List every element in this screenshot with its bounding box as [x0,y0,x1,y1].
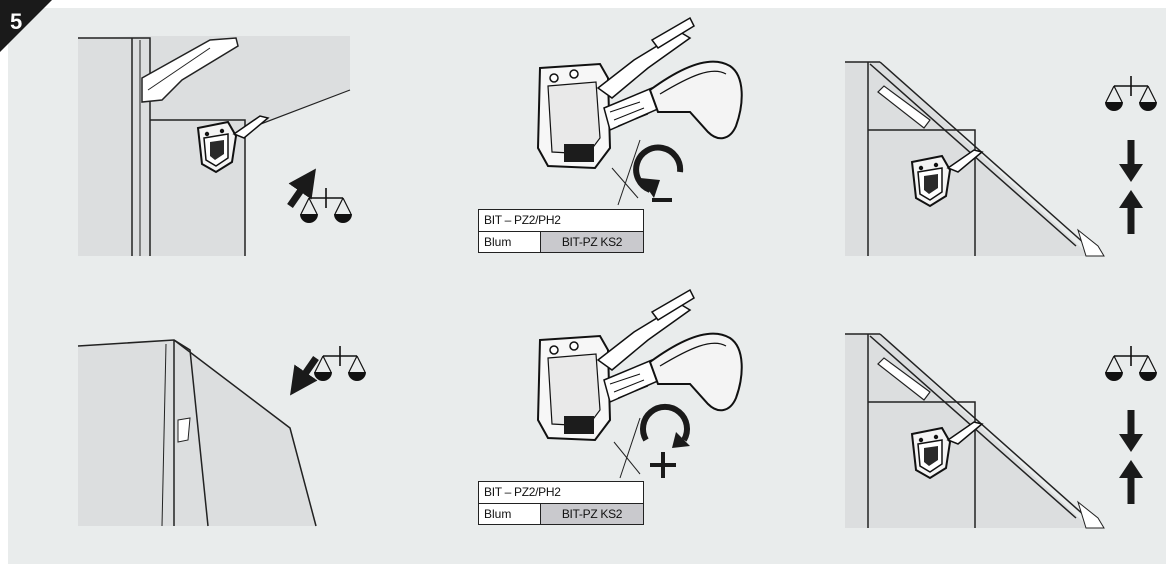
cabinet-open-top-left [78,36,350,256]
screwdriver-drill-icon [538,18,742,168]
cabinet-flap-bottom-right [845,334,1104,528]
balance-scale-icon [314,346,366,381]
step-number-badge [0,0,52,52]
cabinet-closed-bottom-left [78,340,316,526]
cabinet-flap-top-right [845,62,1104,256]
step-number: 5 [10,10,22,34]
bit-type-label: BIT – PZ2/PH2 [479,482,643,504]
arrow-down-icon [298,358,316,384]
bit-spec-table-top: BIT – PZ2/PH2 Blum BIT-PZ KS2 [478,209,644,253]
rotate-clockwise-icon [643,407,687,440]
screwdriver-adjust-increase [538,290,742,478]
arrow-up-icon [290,180,308,206]
balance-scale-icon [1105,346,1157,381]
arrow-down-up-icon [1119,410,1143,504]
screwdriver-drill-icon [538,290,742,440]
bit-type-label: BIT – PZ2/PH2 [479,210,643,232]
bit-brand-label: Blum [479,232,541,252]
bit-code-label: BIT-PZ KS2 [541,504,643,524]
arrow-down-up-icon [1119,140,1143,234]
bit-spec-table-bottom: BIT – PZ2/PH2 Blum BIT-PZ KS2 [478,481,644,525]
balance-scale-icon [300,188,352,223]
balance-scale-icon [1105,76,1157,111]
screwdriver-adjust-decrease [538,18,742,205]
bit-code-label: BIT-PZ KS2 [541,232,643,252]
bit-brand-label: Blum [479,504,541,524]
